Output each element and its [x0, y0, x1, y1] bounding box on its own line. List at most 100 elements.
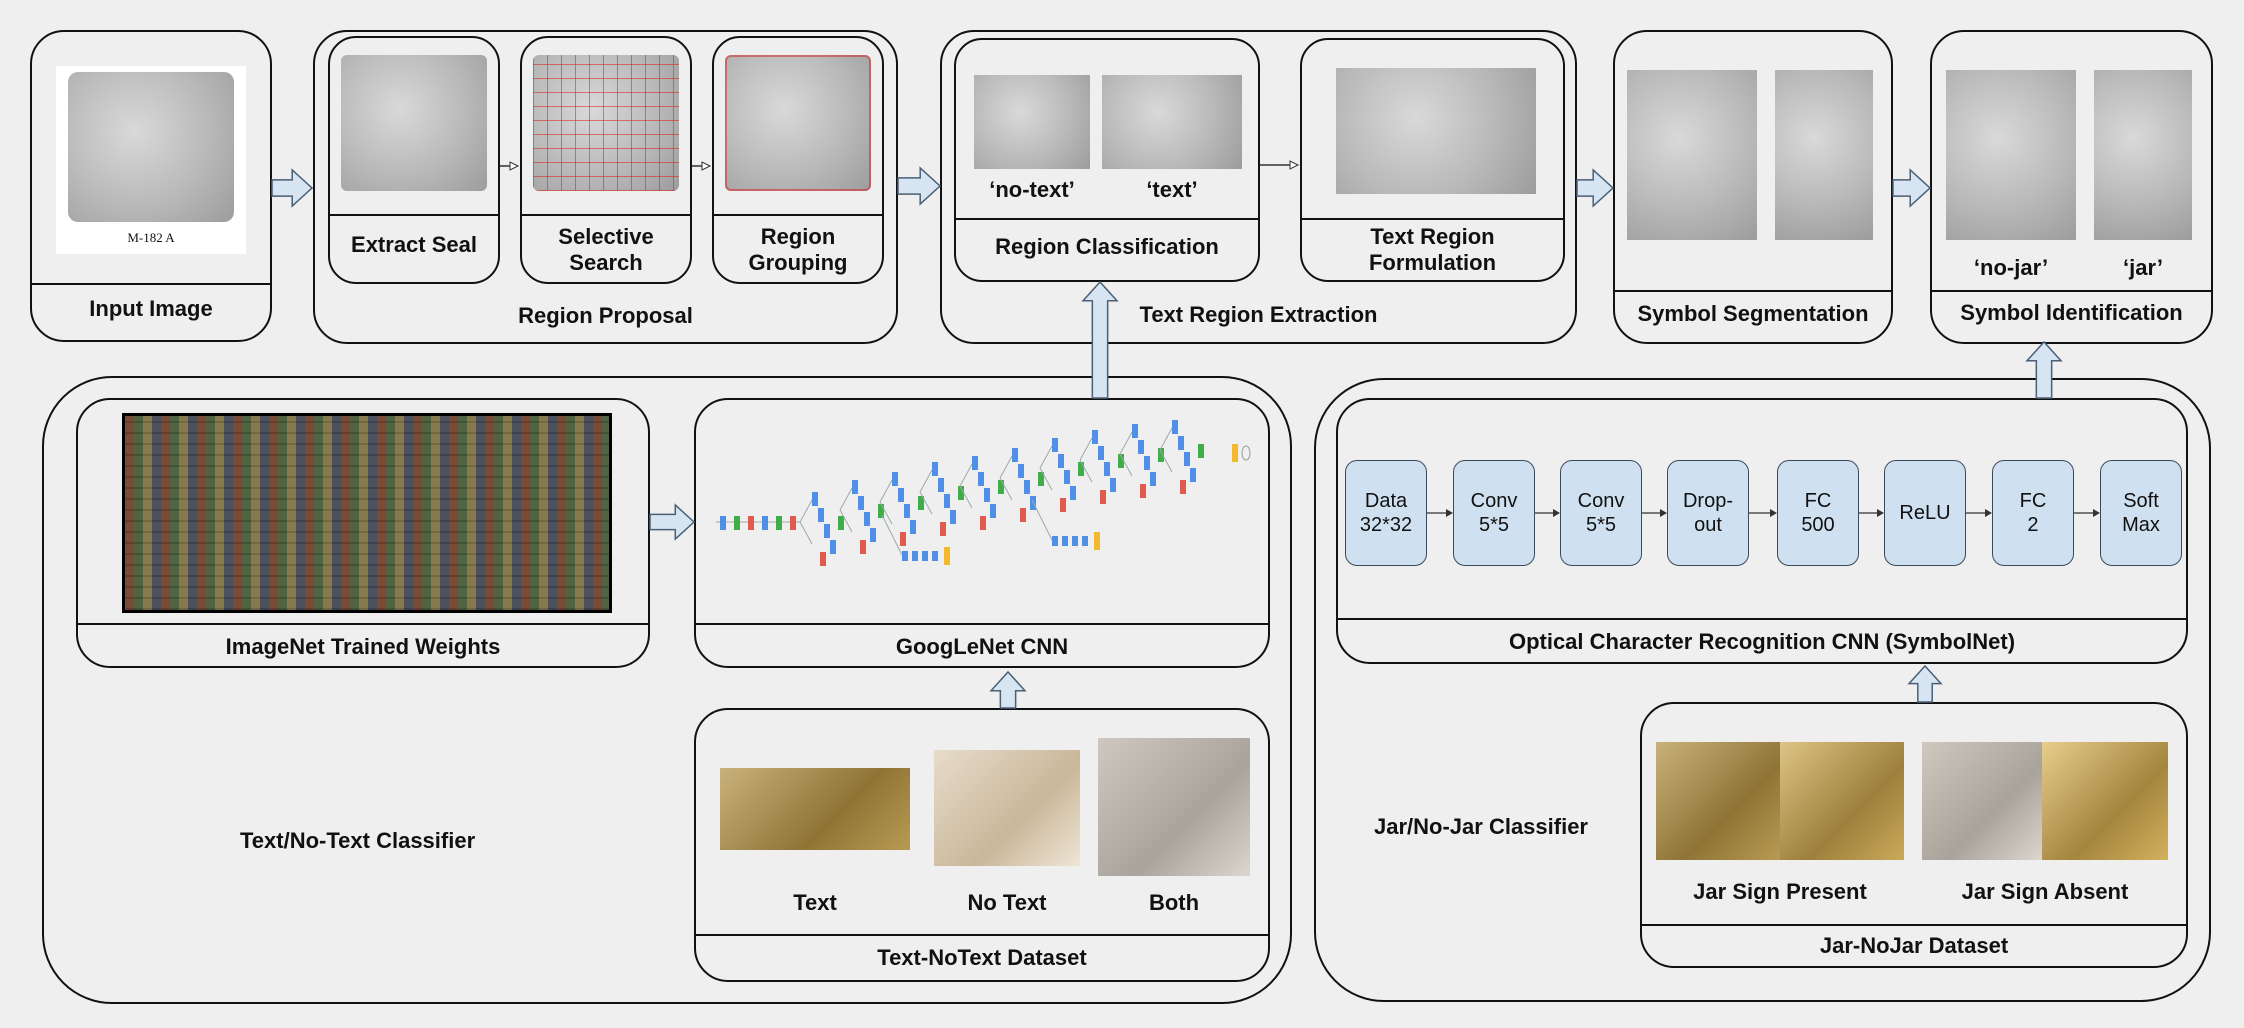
gnet-node-79 [1138, 440, 1144, 454]
gnet-node-26 [878, 504, 884, 518]
symbolnet-layer-0: Data 32*32 [1345, 460, 1427, 566]
divider [954, 218, 1260, 220]
gnet-node-64 [1064, 470, 1070, 484]
gnet-edge-21 [839, 509, 853, 533]
gnet-node-55 [1018, 464, 1024, 478]
gnet-edge-53 [999, 477, 1013, 501]
jar-symbol-image [2094, 70, 2192, 240]
gnet-node-93 [902, 551, 908, 561]
text-notext-classifier-panel [42, 376, 1292, 1004]
gnet-node-62 [1052, 438, 1058, 452]
gnet-node-96 [932, 551, 938, 561]
gnet-node-22 [852, 480, 858, 494]
region-classification-label: Region Classification [995, 234, 1219, 259]
gnet-node-70 [1092, 430, 1098, 444]
gnet-node-90 [1198, 444, 1204, 458]
symbol-segmentation-title: Symbol Segmentation [1637, 301, 1869, 326]
input-seal-image: M-182 A [56, 66, 246, 254]
gnet-node-71 [1098, 446, 1104, 460]
gnet-node-102 [1082, 536, 1088, 546]
gnet-node-25 [870, 528, 876, 542]
gnet-node-88 [1184, 452, 1190, 466]
googlenet-architecture-diagram [716, 420, 1251, 566]
gnet-edge-84 [1159, 427, 1173, 451]
text-crop-image [1102, 75, 1242, 169]
seal-stone [68, 72, 234, 222]
gnet-node-7 [762, 516, 768, 530]
gnet-node-67 [1060, 498, 1066, 512]
gnet-node-97 [944, 547, 950, 565]
jar-absent-sample-1-image [1922, 742, 2042, 860]
symbolnet-layer-3: Drop- out [1667, 460, 1749, 566]
symbolnet-layer-1: Conv 5*5 [1453, 460, 1535, 566]
symbol-segmentation-panel [1613, 30, 1893, 344]
gnet-edge-13 [799, 521, 813, 545]
gnet-node-75 [1100, 490, 1106, 504]
gnet-node-87 [1178, 436, 1184, 450]
gnet-node-47 [978, 472, 984, 486]
gnet-edge-69 [1079, 459, 1093, 483]
no-jar-tag: ‘no-jar’ [1973, 255, 2049, 280]
symbolnet-connector-head-2 [1553, 509, 1560, 517]
text-region-formulation-label: Text Region Formulation [1368, 224, 1497, 275]
gnet-node-15 [818, 508, 824, 522]
input-image-panel [30, 30, 272, 342]
no-jar-symbol-image [1946, 70, 2076, 240]
gnet-node-41 [950, 510, 956, 524]
divider [1613, 290, 1893, 292]
divider [694, 623, 1270, 625]
gnet-node-99 [1052, 536, 1058, 546]
text-region-image [1336, 68, 1536, 194]
text-notext-dataset-label: Text-NoText Dataset [877, 945, 1087, 970]
gnet-node-50 [998, 480, 1004, 494]
no-text-crop-image [974, 75, 1090, 169]
gnet-edge-12 [799, 499, 813, 523]
gnet-node-101 [1072, 536, 1078, 546]
gnet-node-94 [912, 551, 918, 561]
jar-present-sample-1-image [1656, 742, 1780, 860]
gnet-edge-77 [1119, 453, 1133, 477]
gnet-node-89 [1190, 468, 1196, 482]
symbolnet-layer-2: Conv 5*5 [1560, 460, 1642, 566]
selective-search-image [533, 55, 679, 191]
divider [30, 283, 272, 285]
symbolnet-box [1336, 398, 2188, 664]
gnet-node-31 [898, 488, 904, 502]
divider [1930, 290, 2213, 292]
segmented-symbol-1-image [1627, 70, 1757, 240]
gnet-node-16 [824, 524, 830, 538]
symbolnet-layer-6: FC 2 [1992, 460, 2074, 566]
jar-present-label: Jar Sign Present [1693, 879, 1867, 904]
gnet-node-72 [1104, 462, 1110, 476]
gnet-node-49 [990, 504, 996, 518]
googlenet-label: GoogLeNet CNN [895, 634, 1069, 659]
text-region-extraction-title: Text Region Extraction [1139, 302, 1378, 327]
gnet-node-103 [1094, 532, 1100, 550]
jar-nojar-dataset-label: Jar-NoJar Dataset [1819, 933, 2009, 958]
gnet-node-9 [776, 516, 782, 530]
imagenet-mosaic-image [122, 413, 612, 613]
gnet-node-38 [932, 462, 938, 476]
googlenet-box [694, 398, 1270, 668]
no-text-tag: ‘no-text’ [989, 177, 1075, 202]
gnet-edge-85 [1159, 449, 1173, 473]
jar-nojar-classifier-title: Jar/No-Jar Classifier [1374, 814, 1588, 839]
symbol-identification-panel [1930, 30, 2213, 344]
gnet-node-1 [720, 516, 726, 530]
gnet-node-24 [864, 512, 870, 526]
gnet-edge-28 [879, 479, 893, 503]
gnet-node-3 [734, 516, 740, 530]
arrow-input-to-proposal [271, 168, 314, 208]
gnet-node-11 [790, 516, 796, 530]
gnet-node-39 [938, 478, 944, 492]
text-region-formulation-box [1300, 38, 1565, 282]
gnet-node-66 [1078, 462, 1084, 476]
gnet-edge-60 [1039, 445, 1053, 469]
divider [1640, 924, 2188, 926]
symbol-identification-title: Symbol Identification [1960, 300, 2183, 325]
gnet-node-59 [1020, 508, 1026, 522]
divider [76, 623, 650, 625]
region-grouping-image [725, 55, 871, 191]
gnet-node-23 [858, 496, 864, 510]
